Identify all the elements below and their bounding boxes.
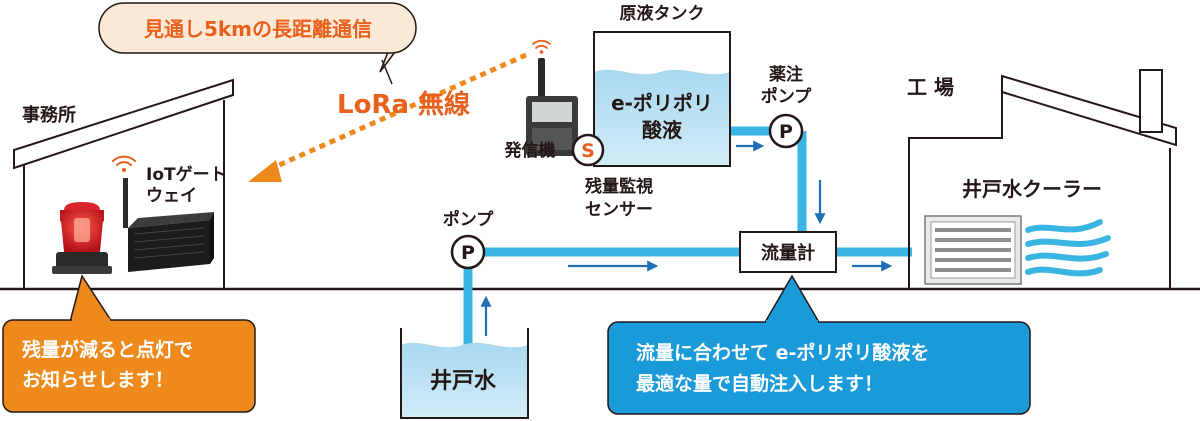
lora-label: LoRa 無線 xyxy=(337,89,470,120)
well-tank xyxy=(400,328,529,419)
factory-label: 工 場 xyxy=(907,75,954,99)
flowmeter-label: 流量計 xyxy=(761,242,815,264)
main-pump-symbol: P xyxy=(461,242,475,264)
dosing-pump-symbol: P xyxy=(779,121,793,143)
tank-title: 原液タンク xyxy=(620,3,705,24)
lora-callout-bubble xyxy=(98,2,417,73)
office-label: 事務所 xyxy=(22,104,76,126)
info-callout-line1: 流量に合わせて e-ポリポリ酸液を xyxy=(636,341,929,364)
lora-callout-text: 見通し5kmの長距離通信 xyxy=(144,17,372,41)
cooler-label: 井戸水クーラー xyxy=(962,177,1102,201)
sensor-label-line1: 残量監視 xyxy=(585,176,653,197)
office-building xyxy=(13,78,234,288)
level-sensor xyxy=(571,133,605,167)
cool-air-wind xyxy=(1025,219,1111,277)
well-water-cooler xyxy=(924,215,1022,285)
alert-callout-line1: 残量が減ると点灯で xyxy=(22,338,193,361)
transmitter-label: 発信機 xyxy=(504,140,556,161)
info-callout-line2: 最適な量で自動注入します！ xyxy=(636,372,883,395)
alert-callout-bubble xyxy=(2,274,256,413)
transmitter-device xyxy=(526,58,578,156)
flow-meter xyxy=(739,231,837,273)
sensor-label-line2: センサー xyxy=(585,200,653,220)
wifi-icon xyxy=(532,40,551,54)
dosing-pump xyxy=(768,113,804,149)
gateway-label-line2: ウェイ xyxy=(146,186,197,206)
tank-content-line2: 酸液 xyxy=(642,118,683,142)
warning-light-icon xyxy=(52,202,112,274)
factory-building xyxy=(908,69,1177,289)
tank-content-line1: e-ポリポリ xyxy=(611,91,713,115)
lora-wireless-arrow xyxy=(248,52,528,182)
callout-pointer xyxy=(381,59,393,85)
wifi-icon xyxy=(112,155,136,172)
main-pump-label: ポンプ xyxy=(443,209,494,230)
gateway-label-line1: IoTゲート xyxy=(146,164,227,185)
dosing-pump-label-line2: ポンプ xyxy=(761,86,812,107)
flow-arrows xyxy=(480,140,893,336)
iot-gateway-device xyxy=(123,178,214,272)
raw-liquid-tank xyxy=(593,31,731,167)
sensor-symbol: S xyxy=(581,140,595,162)
dosing-pump-label-line1: 薬注 xyxy=(769,64,803,85)
alert-callout-line2: お知らせします！ xyxy=(22,368,174,391)
info-callout-bubble xyxy=(607,274,1031,415)
main-pump xyxy=(450,234,486,270)
well-label: 井戸水 xyxy=(430,369,497,394)
